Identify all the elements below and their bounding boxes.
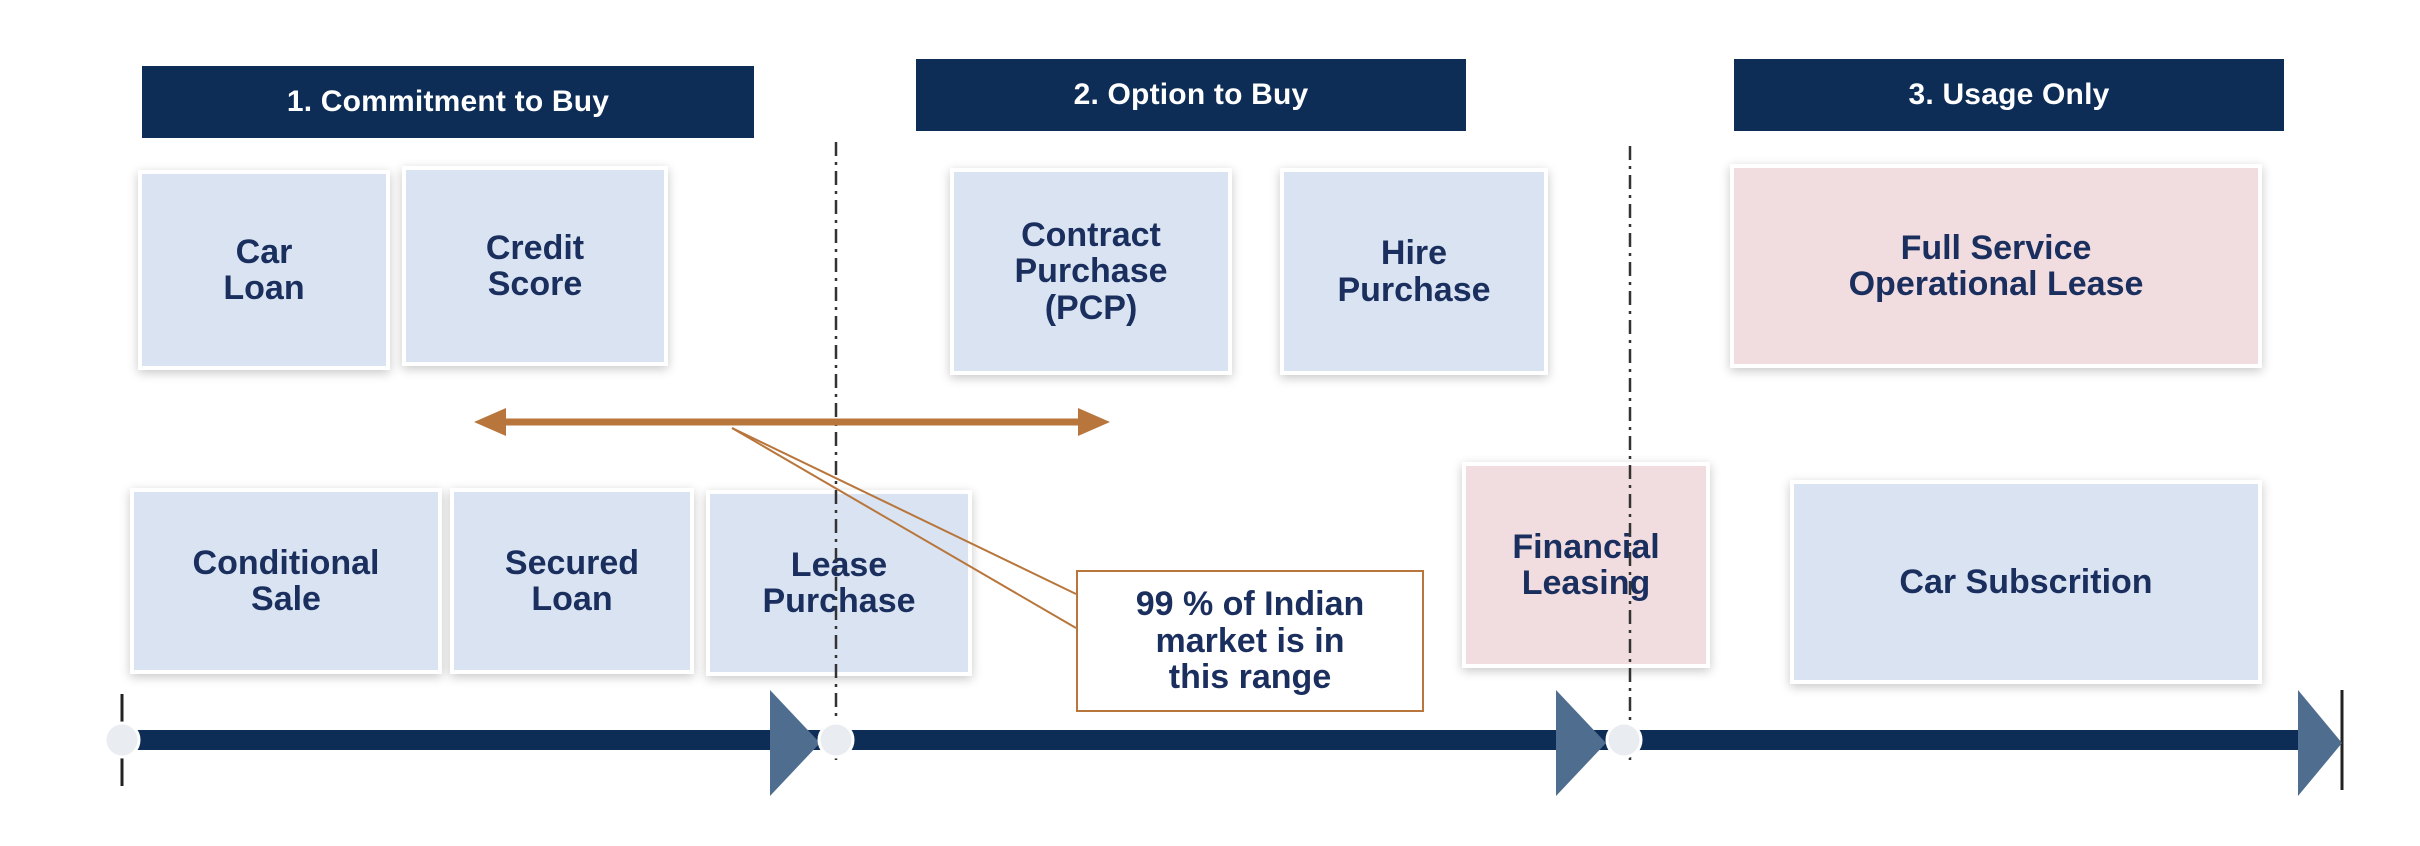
- header-option-label: 2. Option to Buy: [1073, 78, 1309, 111]
- box-lease-purchase-label: Lease Purchase: [762, 545, 916, 620]
- header-usage-label: 3. Usage Only: [1908, 78, 2110, 111]
- header-commitment-label: 1. Commitment to Buy: [286, 85, 610, 118]
- header-option-to-buy: 2. Option to Buy: [916, 59, 1466, 131]
- box-car-subscription-label: Car Subscrition: [1899, 562, 2153, 601]
- box-hire-purchase-label: Hire Purchase: [1337, 234, 1491, 309]
- callout-text: 99 % of Indian market is in this range: [1135, 584, 1365, 697]
- range-double-arrow: [474, 408, 1110, 436]
- box-contract-purchase-pcp: Contract Purchase (PCP): [950, 168, 1232, 375]
- box-car-loan: Car Loan: [138, 170, 390, 370]
- timeline-arrow-1: [770, 690, 820, 796]
- box-secured-loan-label: Secured Loan: [504, 543, 640, 618]
- box-pcp-label: Contract Purchase (PCP): [1014, 216, 1168, 327]
- box-conditional-sale-label: Conditional Sale: [192, 543, 380, 618]
- timeline-arrow-3: [2298, 690, 2342, 796]
- box-car-loan-label: Car Loan: [223, 232, 305, 307]
- timeline-node-start: [103, 721, 141, 759]
- box-secured-loan: Secured Loan: [450, 488, 694, 674]
- callout-pointer: [731, 427, 1077, 629]
- market-range-callout: 99 % of Indian market is in this range: [1076, 570, 1424, 712]
- box-conditional-sale: Conditional Sale: [130, 488, 442, 674]
- timeline-node-usage: [1605, 721, 1643, 759]
- box-credit-score: Credit Score: [402, 166, 668, 366]
- header-commitment-to-buy: 1. Commitment to Buy: [142, 66, 754, 138]
- timeline-arrow-2: [1556, 690, 1606, 796]
- box-full-service-operational-lease: Full Service Operational Lease: [1730, 164, 2262, 368]
- box-credit-score-label: Credit Score: [485, 228, 585, 303]
- box-lease-purchase: Lease Purchase: [706, 490, 972, 676]
- box-car-subscription: Car Subscrition: [1790, 480, 2262, 684]
- timeline-bar: [122, 730, 2300, 750]
- header-usage-only: 3. Usage Only: [1734, 59, 2284, 131]
- timeline-node-option: [817, 721, 855, 759]
- box-hire-purchase: Hire Purchase: [1280, 168, 1548, 375]
- box-full-service-label: Full Service Operational Lease: [1848, 228, 2144, 303]
